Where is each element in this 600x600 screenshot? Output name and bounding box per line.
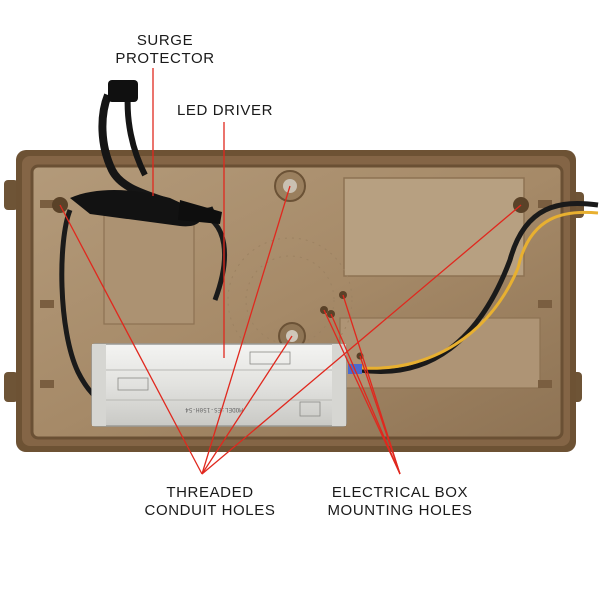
surge-protector-label-line1: SURGE (136, 32, 194, 49)
surge-protector-label: SURGE PROTECTOR (100, 32, 230, 68)
driver-model-text: MODEL:ES-150H-54 (185, 406, 243, 413)
electrical-box-label-line2: MOUNTING HOLES (327, 502, 473, 519)
threaded-conduit-holes-label-line1: THREADED (166, 484, 254, 501)
surge-protector-label-line2: PROTECTOR (115, 50, 215, 67)
led-driver-label: LED DRIVER (176, 102, 274, 119)
threaded-conduit-holes-label: THREADED CONDUIT HOLES (140, 484, 280, 520)
electrical-box-mounting-holes-label: ELECTRICAL BOX MOUNTING HOLES (315, 484, 485, 520)
leader-lines (59, 68, 522, 475)
electrical-box-label-line1: ELECTRICAL BOX (331, 484, 469, 501)
surge-protector-device (70, 80, 222, 227)
threaded-conduit-holes-label-line2: CONDUIT HOLES (144, 502, 276, 519)
